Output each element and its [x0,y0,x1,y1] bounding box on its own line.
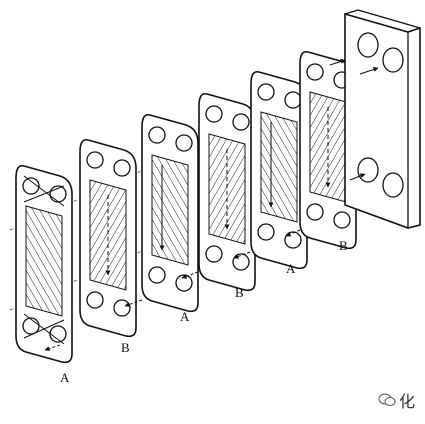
end-frame-plate [344,9,421,229]
plate-6-label: B [339,238,348,253]
plate-2-label: B [121,340,130,355]
watermark-text: 化 [399,392,416,411]
watermark: 化 [378,388,425,412]
plate-5 [250,70,308,270]
plate-4-label: B [235,285,244,300]
plate-6 [299,50,357,250]
plate-5-label: A [286,261,296,276]
plate-3 [141,113,199,313]
plate-4 [198,92,256,292]
plate-3-label: A [180,309,190,324]
plate-2 [79,138,137,338]
plate-1 [15,164,73,364]
wechat-icon [378,393,396,406]
plate-1-label: A [60,370,70,385]
flow-arrows [44,59,379,351]
